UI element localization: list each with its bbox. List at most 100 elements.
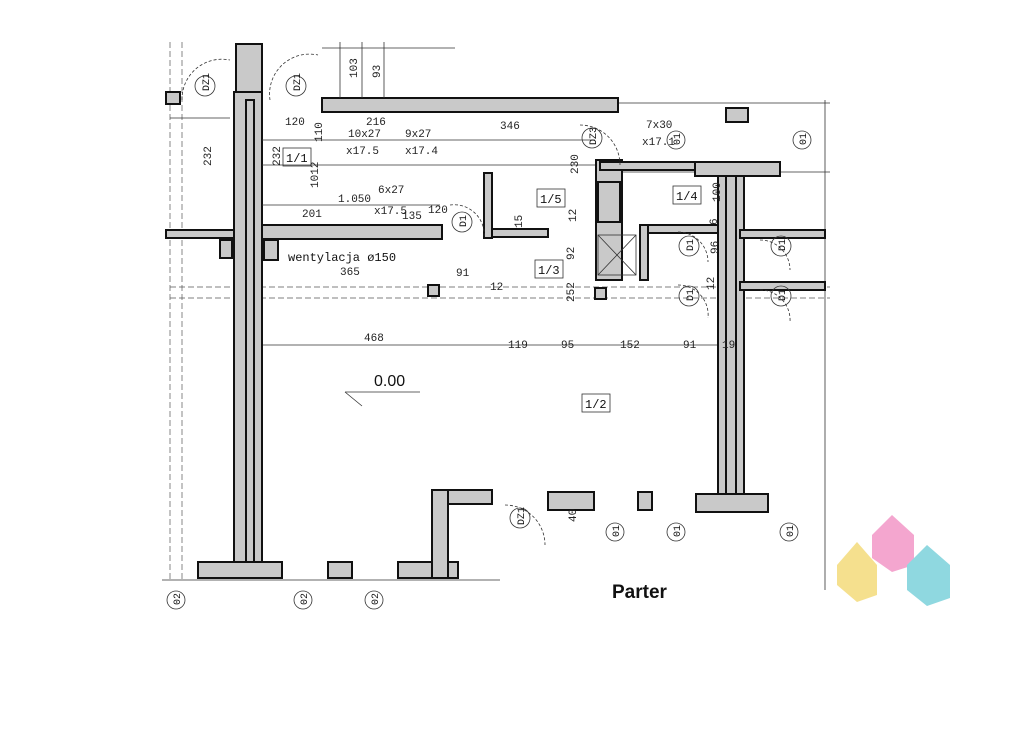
chimney: [235, 43, 263, 93]
dimension: x17.4: [405, 146, 438, 158]
axis-label: 01: [673, 525, 684, 537]
dimension: 100: [712, 182, 724, 202]
door-label: DZ1: [293, 73, 304, 91]
room-label: 1/4: [676, 190, 698, 204]
dimension: 1.050: [338, 194, 371, 206]
elevator-box: [597, 234, 637, 276]
dimension: 135: [402, 211, 422, 223]
bottom-window-wall: [547, 491, 595, 511]
room-label-box: [534, 259, 564, 279]
door-label-markers: [194, 75, 792, 529]
dimension: x17.1: [642, 137, 675, 149]
bottom-wall-left: [197, 561, 283, 579]
dimension: 12: [490, 282, 503, 294]
dimension: 232: [203, 146, 215, 166]
dimension: 152: [620, 340, 640, 352]
level-arrow: [344, 391, 363, 407]
ventilation-shaft-2: [219, 239, 233, 259]
axis-markers: [166, 130, 812, 610]
door-swing: [449, 204, 485, 239]
door-swing: [181, 58, 231, 101]
bottom-wall-pier: [327, 561, 353, 579]
dimension: 96: [710, 241, 722, 254]
room-label-box: [282, 147, 312, 167]
dimension: 9x27: [405, 129, 431, 141]
level-mark: 0.00: [374, 373, 405, 390]
axis-label: 01: [612, 525, 623, 537]
dimension: 468: [364, 333, 384, 345]
right-wall-inner: [725, 169, 737, 503]
door-swing: [677, 231, 709, 263]
dimension: 12: [568, 209, 580, 222]
dimension: 19: [722, 340, 735, 352]
door-label: D1: [686, 239, 697, 251]
top-wall: [321, 97, 619, 113]
dimension: 120: [285, 117, 305, 129]
room-label: 1/2: [585, 398, 607, 412]
door-label: DZ1: [517, 507, 528, 525]
elevator-cross: [597, 234, 637, 276]
door-swing: [677, 284, 709, 319]
bay-side-wall: [431, 489, 449, 579]
column-marker: [427, 284, 440, 297]
dimension: 216: [366, 117, 386, 129]
axis-label: 01: [673, 133, 684, 145]
door-label: D1: [459, 215, 470, 227]
dimension: 119: [508, 340, 528, 352]
room-label: 1/1: [286, 152, 308, 166]
dimension: 91: [456, 268, 470, 280]
dimension: 6x27: [378, 185, 404, 197]
door-label: DZ3: [589, 127, 600, 145]
dimension: 15: [514, 215, 526, 228]
door-label: DZ1: [202, 73, 213, 91]
ventilation-shaft: [263, 239, 279, 261]
dimension: x17.5: [346, 146, 379, 158]
axis-label: 02: [300, 593, 311, 605]
door-swing: [579, 124, 621, 166]
column-marker: [594, 287, 607, 300]
dimension: 365: [340, 267, 360, 279]
door-label: D1: [686, 289, 697, 301]
partition-wall-top: [599, 161, 696, 171]
logo-house-pink: [872, 515, 914, 572]
left-stub: [165, 91, 181, 105]
axis-label: 01: [786, 525, 797, 537]
door-swing: [759, 289, 791, 323]
ventilation-label: wentylacja ø150: [288, 251, 396, 265]
logo-house-cyan: [907, 545, 950, 606]
room-label: 1/5: [540, 193, 562, 207]
dimension: 91: [683, 340, 697, 352]
bottom-pier: [637, 491, 653, 511]
dimension: 230: [570, 154, 582, 174]
room-label-box: [672, 185, 702, 205]
partition-wall-v: [639, 224, 649, 281]
left-partition: [165, 229, 235, 239]
bottom-wall-right: [695, 493, 769, 513]
door-swing: [504, 504, 546, 546]
dimension: 103: [349, 58, 361, 78]
dimension: 93: [372, 65, 384, 78]
door-swing: [759, 239, 791, 271]
door-swing: [269, 53, 319, 101]
logo-house-yellow: [837, 542, 877, 602]
room-label-box: [536, 188, 566, 208]
dimension: 201: [302, 209, 322, 221]
room-label-box: [581, 393, 611, 413]
axis-label: 02: [371, 593, 382, 605]
dimension: 95: [561, 340, 574, 352]
dimension: 346: [500, 121, 520, 133]
inner-wall: [261, 224, 443, 240]
door-label: D1: [778, 289, 789, 301]
dimension: 6: [709, 218, 721, 225]
partition-wall-h: [491, 228, 549, 238]
door-label: D1: [778, 239, 789, 251]
dimension: 110: [314, 122, 326, 142]
dimension: x17.5: [374, 206, 407, 218]
axis-label: 02: [173, 593, 184, 605]
left-wall-inner: [245, 99, 255, 571]
right-top-wall: [694, 161, 781, 177]
dimension: 92: [566, 247, 578, 260]
dimension: 252: [566, 282, 578, 302]
houses-logo-icon: [837, 515, 950, 606]
